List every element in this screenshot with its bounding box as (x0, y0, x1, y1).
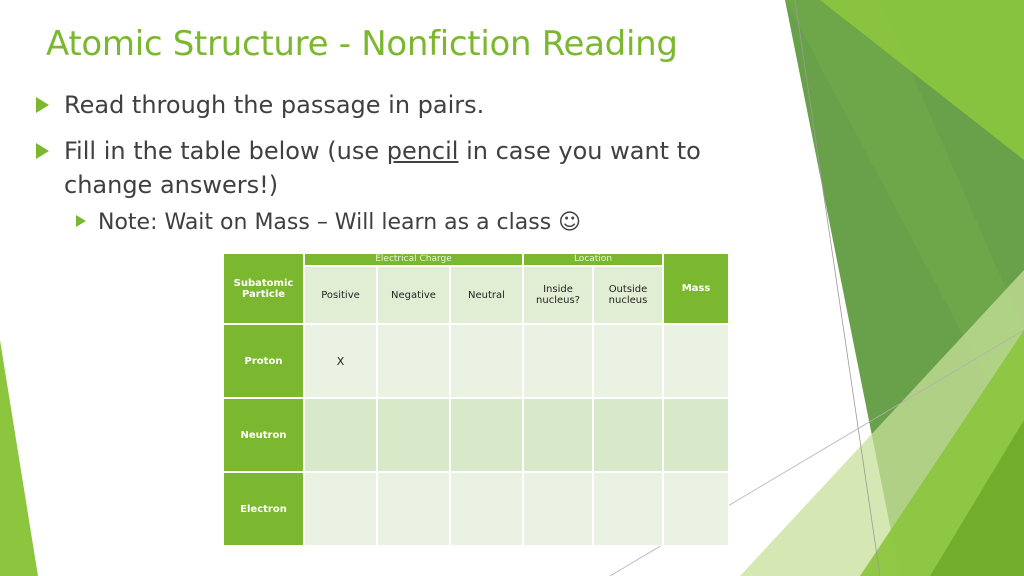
table-row: Proton X (223, 324, 729, 398)
column-header-inside-nucleus: Inside nucleus? (523, 266, 593, 324)
cell-proton-outside[interactable] (593, 324, 663, 398)
table-row: Neutron (223, 398, 729, 472)
column-header-outside-nucleus: Outside nucleus (593, 266, 663, 324)
cell-electron-outside[interactable] (593, 472, 663, 546)
mass-header: Mass (663, 253, 729, 324)
electrical-charge-header: Electrical Charge (304, 253, 523, 266)
cell-neutron-inside[interactable] (523, 398, 593, 472)
bullet-read: Read through the passage in pairs. (36, 88, 796, 122)
column-header-positive: Positive (304, 266, 377, 324)
bullet-fill: Fill in the table below (use pencil in c… (36, 134, 796, 202)
cell-proton-inside[interactable] (523, 324, 593, 398)
table-corner-header: Subatomic Particle (223, 253, 304, 324)
column-header-negative: Negative (377, 266, 450, 324)
cell-neutron-outside[interactable] (593, 398, 663, 472)
cell-neutron-mass[interactable] (663, 398, 729, 472)
row-header-electron: Electron (223, 472, 304, 546)
location-header: Location (523, 253, 663, 266)
slide-title: Atomic Structure - Nonfiction Reading (46, 24, 678, 64)
cell-electron-inside[interactable] (523, 472, 593, 546)
cell-electron-positive[interactable] (304, 472, 377, 546)
cell-neutron-neutral[interactable] (450, 398, 523, 472)
bullet-fill-text-before: Fill in the table below (use (64, 137, 387, 165)
cell-neutron-positive[interactable] (304, 398, 377, 472)
cell-proton-neutral[interactable] (450, 324, 523, 398)
particle-table: Subatomic Particle Electrical Charge Loc… (223, 253, 729, 546)
bullet-read-text: Read through the passage in pairs. (64, 91, 485, 119)
bullet-list: Read through the passage in pairs. Fill … (36, 88, 796, 238)
row-header-proton: Proton (223, 324, 304, 398)
column-header-neutral: Neutral (450, 266, 523, 324)
row-header-neutron: Neutron (223, 398, 304, 472)
cell-proton-negative[interactable] (377, 324, 450, 398)
bullet-arrow-icon (36, 143, 49, 159)
bullet-fill-text-after: in case you want to change answers!) (64, 137, 701, 199)
cell-electron-mass[interactable] (663, 472, 729, 546)
table-row: Electron (223, 472, 729, 546)
cell-electron-neutral[interactable] (450, 472, 523, 546)
cell-proton-positive[interactable]: X (304, 324, 377, 398)
cell-electron-negative[interactable] (377, 472, 450, 546)
cell-proton-mass[interactable] (663, 324, 729, 398)
bullet-fill-underlined: pencil (386, 137, 459, 165)
bullet-arrow-icon (36, 97, 49, 113)
sub-bullet-note: Note: Wait on Mass – Will learn as a cla… (36, 208, 796, 238)
sub-bullet-note-text: Note: Wait on Mass – Will learn as a cla… (98, 210, 582, 235)
cell-neutron-negative[interactable] (377, 398, 450, 472)
bullet-arrow-icon (76, 215, 86, 227)
